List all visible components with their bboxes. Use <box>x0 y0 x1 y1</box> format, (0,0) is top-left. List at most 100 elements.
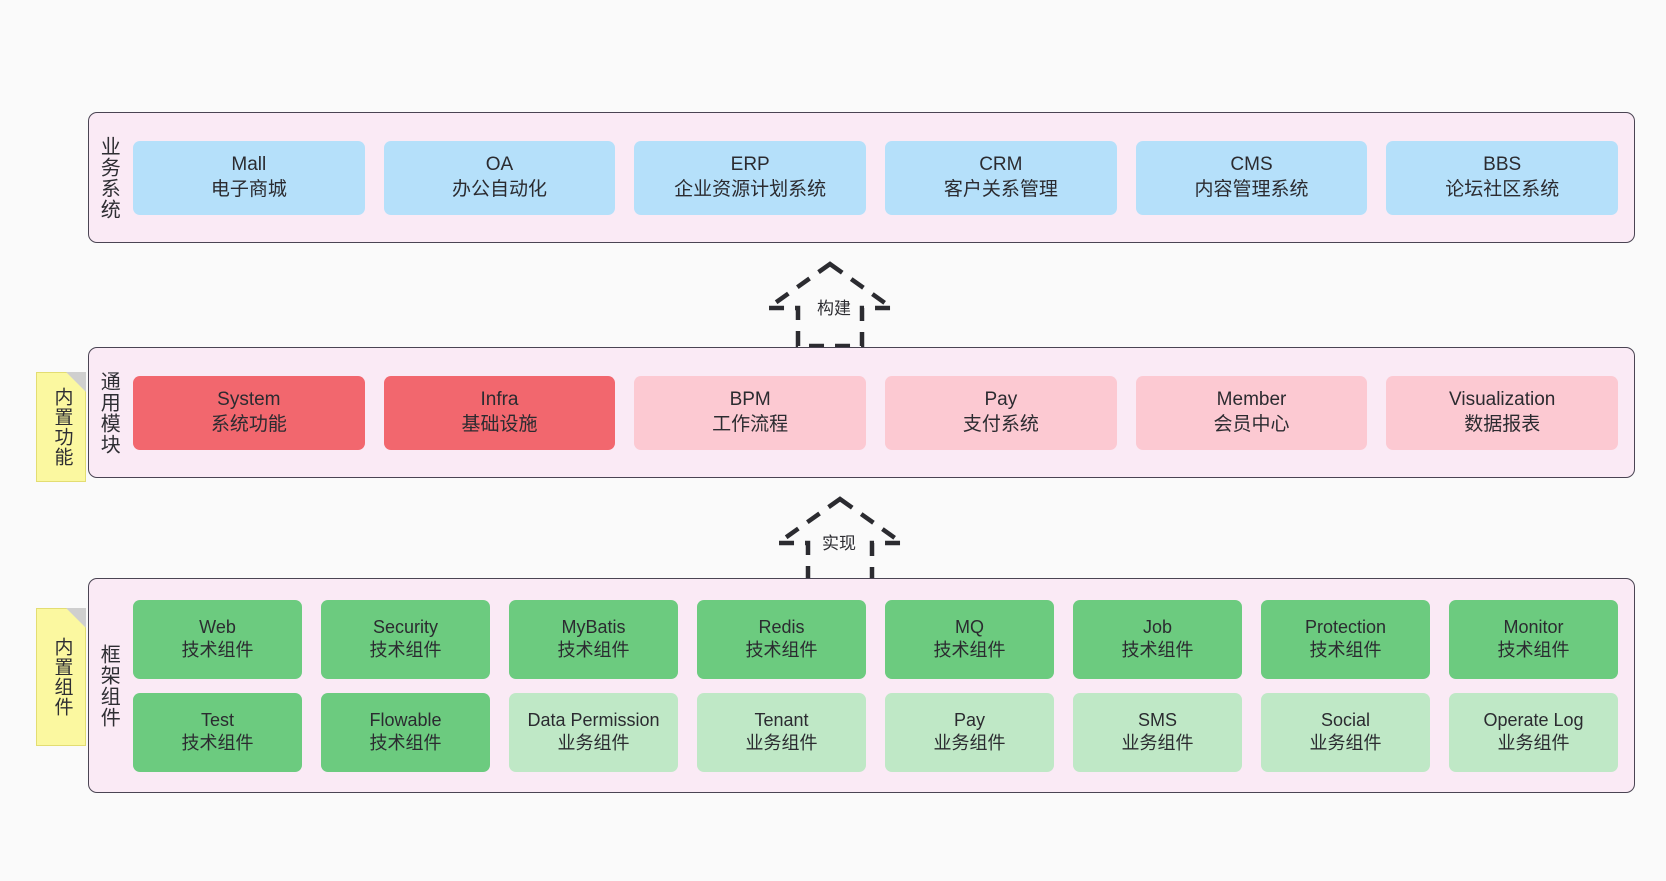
node-mall[interactable]: Mall 电子商城 <box>133 140 365 215</box>
node-subtitle: 企业资源计划系统 <box>674 178 827 200</box>
node-cms[interactable]: CMS 内容管理系统 <box>1135 140 1368 215</box>
node-title: SMS <box>1137 709 1177 730</box>
layer-title-common-module: 通用模块 <box>97 370 120 455</box>
page-fold-icon <box>66 608 86 628</box>
node-title: Tenant <box>754 709 809 730</box>
node-tenant[interactable]: Tenant 业务组件 <box>697 692 866 772</box>
layer-framework-component[interactable]: 框架组件 Web 技术组件 Security 技术组件 MyBatis 技术组件… <box>88 578 1635 793</box>
node-subtitle: 业务组件 <box>1497 733 1570 753</box>
layer-common-module[interactable]: 通用模块 System 系统功能 Infra 基础设施 BPM 工作流程 Pay… <box>88 347 1635 478</box>
relation-build: 构建 <box>755 258 905 349</box>
node-subtitle: 会员中心 <box>1213 413 1290 435</box>
node-title: MQ <box>955 616 984 637</box>
node-data-permission[interactable]: Data Permission 业务组件 <box>509 692 678 772</box>
node-title: MyBatis <box>561 616 626 637</box>
node-infra[interactable]: Infra 基础设施 <box>383 375 616 450</box>
node-subtitle: 客户关系管理 <box>943 178 1058 200</box>
node-subtitle: 技术组件 <box>1497 640 1570 660</box>
node-subtitle: 技术组件 <box>369 640 442 660</box>
node-title: Flowable <box>369 709 442 730</box>
node-subtitle: 技术组件 <box>557 640 630 660</box>
layer-body-business-system: Mall 电子商城 OA 办公自动化 ERP 企业资源计划系统 CRM 客户关系… <box>127 113 1634 242</box>
node-job[interactable]: Job 技术组件 <box>1073 599 1242 679</box>
node-subtitle: 技术组件 <box>369 733 442 753</box>
node-mq[interactable]: MQ 技术组件 <box>885 599 1054 679</box>
node-subtitle: 基础设施 <box>461 413 538 435</box>
node-subtitle: 技术组件 <box>745 640 818 660</box>
node-redis[interactable]: Redis 技术组件 <box>697 599 866 679</box>
node-visualization[interactable]: Visualization 数据报表 <box>1386 375 1619 450</box>
node-subtitle: 办公自动化 <box>452 178 548 200</box>
node-security[interactable]: Security 技术组件 <box>321 599 490 679</box>
node-title: BPM <box>729 389 771 411</box>
node-subtitle: 电子商城 <box>210 178 287 200</box>
node-mybatis[interactable]: MyBatis 技术组件 <box>509 599 678 679</box>
node-member[interactable]: Member 会员中心 <box>1135 375 1368 450</box>
node-oa[interactable]: OA 办公自动化 <box>383 140 616 215</box>
page-fold-icon <box>66 372 86 392</box>
node-subtitle: 技术组件 <box>1309 640 1382 660</box>
node-subtitle: 业务组件 <box>933 733 1006 753</box>
node-erp[interactable]: ERP 企业资源计划系统 <box>634 140 867 215</box>
node-system[interactable]: System 系统功能 <box>133 375 365 450</box>
layer-title-business-system: 业务系统 <box>97 135 120 220</box>
layer-row: Test 技术组件 Flowable 技术组件 Data Permission … <box>133 692 1618 772</box>
node-crm[interactable]: CRM 客户关系管理 <box>885 140 1117 215</box>
node-bbs[interactable]: BBS 论坛社区系统 <box>1386 140 1619 215</box>
node-sms[interactable]: SMS 业务组件 <box>1073 692 1242 772</box>
node-title: Security <box>372 616 439 637</box>
node-title: BBS <box>1483 154 1522 176</box>
relation-label: 构建 <box>817 299 851 318</box>
node-title: System <box>217 389 281 411</box>
node-title: CMS <box>1230 154 1273 176</box>
node-title: Pay <box>984 389 1018 411</box>
note-builtin-function[interactable]: 内置功能 <box>36 372 86 482</box>
node-title: Redis <box>758 616 805 637</box>
node-title: Monitor <box>1503 616 1564 637</box>
layer-row: Mall 电子商城 OA 办公自动化 ERP 企业资源计划系统 CRM 客户关系… <box>133 140 1619 215</box>
node-bpm[interactable]: BPM 工作流程 <box>634 375 867 450</box>
layer-business-system[interactable]: 业务系统 Mall 电子商城 OA 办公自动化 ERP 企业资源计划系统 CRM… <box>88 112 1635 243</box>
node-subtitle: 业务组件 <box>1309 733 1382 753</box>
node-subtitle: 支付系统 <box>962 413 1039 435</box>
node-title: Web <box>199 616 236 637</box>
node-operate-log[interactable]: Operate Log 业务组件 <box>1449 692 1618 772</box>
node-monitor[interactable]: Monitor 技术组件 <box>1449 599 1618 679</box>
node-test[interactable]: Test 技术组件 <box>133 692 302 772</box>
node-title: Data Permission <box>527 709 660 730</box>
node-title: ERP <box>730 154 770 176</box>
note-label: 内置功能 <box>51 387 73 467</box>
relation-label: 实现 <box>822 534 856 553</box>
node-subtitle: 技术组件 <box>181 640 254 660</box>
layer-title-framework-component: 框架组件 <box>97 643 120 728</box>
node-title: Operate Log <box>1483 709 1584 730</box>
node-pay-business[interactable]: Pay 业务组件 <box>885 692 1054 772</box>
node-subtitle: 系统功能 <box>210 413 287 435</box>
layer-body-framework-component: Web 技术组件 Security 技术组件 MyBatis 技术组件 Redi… <box>127 579 1634 792</box>
node-title: CRM <box>979 154 1023 176</box>
node-title: Social <box>1320 709 1371 730</box>
node-web[interactable]: Web 技术组件 <box>133 599 302 679</box>
node-title: Visualization <box>1449 389 1556 411</box>
node-title: Infra <box>480 389 519 411</box>
node-title: Test <box>200 709 234 730</box>
node-subtitle: 工作流程 <box>712 413 789 435</box>
note-label: 内置组件 <box>51 637 73 717</box>
node-subtitle: 论坛社区系统 <box>1445 178 1560 200</box>
node-subtitle: 数据报表 <box>1464 413 1541 435</box>
node-subtitle: 技术组件 <box>181 733 254 753</box>
note-builtin-component[interactable]: 内置组件 <box>36 608 86 746</box>
node-subtitle: 技术组件 <box>1121 640 1194 660</box>
generalization-arrow-icon <box>770 496 910 584</box>
node-subtitle: 内容管理系统 <box>1194 178 1309 200</box>
node-subtitle: 业务组件 <box>745 733 818 753</box>
relation-implement: 实现 <box>770 493 920 584</box>
node-subtitle: 业务组件 <box>557 733 630 753</box>
node-flowable[interactable]: Flowable 技术组件 <box>321 692 490 772</box>
node-social[interactable]: Social 业务组件 <box>1261 692 1430 772</box>
layer-body-common-module: System 系统功能 Infra 基础设施 BPM 工作流程 Pay 支付系统… <box>127 348 1634 477</box>
node-subtitle: 业务组件 <box>1121 733 1194 753</box>
node-protection[interactable]: Protection 技术组件 <box>1261 599 1430 679</box>
node-title: Protection <box>1304 616 1387 637</box>
node-pay[interactable]: Pay 支付系统 <box>885 375 1117 450</box>
